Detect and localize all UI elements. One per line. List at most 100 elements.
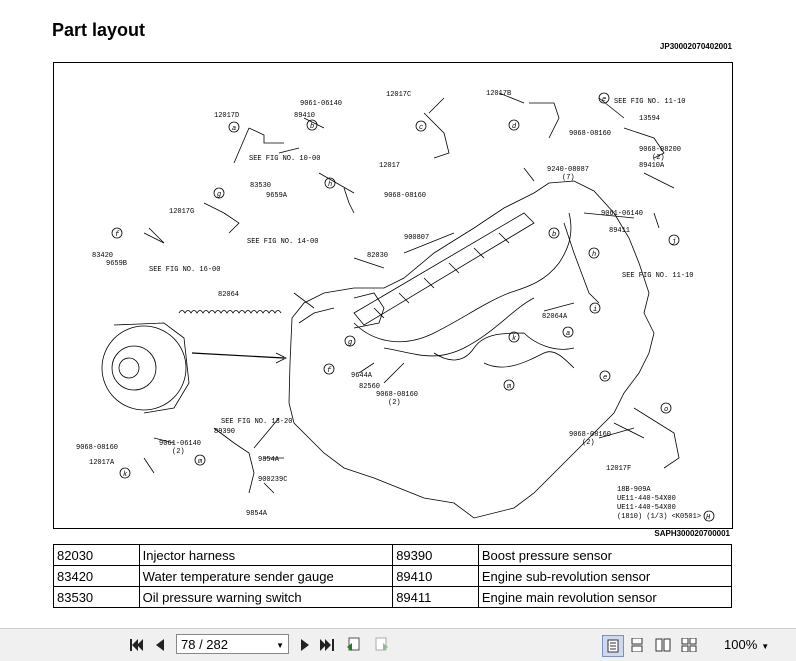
svg-text:12017A: 12017A: [89, 459, 115, 467]
part-description: Injector harness: [138, 544, 394, 566]
single-page-icon: [607, 639, 619, 653]
svg-text:83420: 83420: [92, 252, 113, 260]
svg-text:9659B: 9659B: [106, 260, 127, 268]
svg-text:12017: 12017: [379, 162, 400, 170]
svg-text:k: k: [123, 471, 128, 479]
next-page-button[interactable]: [297, 635, 313, 655]
svg-text:9644A: 9644A: [351, 372, 373, 380]
page-number-input[interactable]: 78 / 282 ▼: [176, 634, 289, 654]
svg-text:9659A: 9659A: [266, 192, 288, 200]
svg-text:m: m: [507, 383, 512, 391]
last-page-button[interactable]: [318, 635, 336, 655]
coil-spring: [178, 310, 282, 314]
svg-text:g: g: [217, 191, 221, 199]
document-back-icon: [347, 637, 360, 651]
facing-pages-icon: [655, 638, 671, 652]
svg-text:h: h: [328, 181, 332, 189]
part-number: 89390: [392, 544, 479, 566]
part-description: Oil pressure warning switch: [138, 586, 394, 608]
part-description: Engine main revolution sensor: [477, 586, 733, 608]
svg-text:89390: 89390: [214, 428, 235, 436]
svg-text:SEE FIG NO. 13-20: SEE FIG NO. 13-20: [221, 418, 292, 426]
svg-text:e: e: [602, 96, 606, 104]
first-page-button[interactable]: [128, 635, 146, 655]
svg-text:SEE FIG NO. 11-10: SEE FIG NO. 11-10: [622, 272, 693, 280]
svg-text:82064: 82064: [218, 291, 239, 299]
svg-text:89411: 89411: [609, 227, 630, 235]
svg-text:k: k: [512, 335, 517, 343]
svg-text:f: f: [115, 231, 120, 239]
svg-text:9240-08087: 9240-08087: [547, 166, 589, 174]
svg-text:9068-08160: 9068-08160: [376, 391, 418, 399]
part-description: Boost pressure sensor: [477, 544, 733, 566]
continuous-facing-icon: [681, 638, 697, 652]
continuous-pages-icon: [631, 638, 643, 652]
engine-outline: [288, 180, 655, 519]
svg-text:m: m: [198, 458, 203, 466]
svg-text:12017B: 12017B: [486, 90, 511, 98]
zoom-value: 100%: [724, 637, 758, 652]
svg-text:9068-08160: 9068-08160: [569, 130, 611, 138]
svg-text:(7): (7): [562, 174, 575, 182]
part-number: 82030: [53, 544, 140, 566]
svg-text:f: f: [327, 367, 332, 375]
svg-text:UE11-440-54X00: UE11-440-54X00: [617, 504, 676, 512]
svg-text:900807: 900807: [404, 234, 429, 242]
svg-text:SEE FIG NO. 16-00: SEE FIG NO. 16-00: [149, 266, 220, 274]
svg-text:89410A: 89410A: [639, 162, 665, 170]
document-forward-icon: [375, 637, 388, 651]
svg-text:12017C: 12017C: [386, 91, 411, 99]
part-number: 89410: [392, 565, 479, 587]
svg-text:h: h: [592, 251, 596, 259]
page-number-value: 78 / 282: [181, 636, 228, 652]
continuous-facing-view-button[interactable]: [679, 635, 699, 655]
part-number: 89411: [392, 586, 479, 608]
svg-text:d: d: [512, 123, 517, 131]
part-description: Engine sub-revolution sensor: [477, 565, 733, 587]
svg-text:(2): (2): [388, 399, 401, 407]
history-back-button[interactable]: [345, 635, 363, 655]
table-row: 82030 Injector harness 89390 Boost press…: [53, 544, 733, 566]
svg-text:9068-08160: 9068-08160: [384, 192, 426, 200]
svg-text:a: a: [232, 125, 236, 133]
part-description: Water temperature sender gauge: [138, 565, 394, 587]
document-page: Part layout JP30002070402001: [52, 20, 733, 608]
svg-text:9068-08200: 9068-08200: [639, 146, 681, 154]
chevron-down-icon: ▼: [276, 641, 284, 650]
page-title: Part layout: [52, 20, 146, 40]
last-page-icon: [320, 639, 334, 651]
svg-text:a: a: [566, 330, 570, 338]
svg-text:9854A: 9854A: [258, 456, 280, 464]
viewer-toolbar: 78 / 282 ▼ 100%▼: [0, 628, 796, 661]
svg-text:9061-06140: 9061-06140: [601, 210, 643, 218]
engine-diagram: 12017D 9061-06140 89410 12017C 12017B SE…: [76, 90, 715, 522]
next-page-icon: [301, 639, 309, 651]
part-number: 83530: [53, 586, 140, 608]
document-id: JP30002070402001: [659, 42, 732, 51]
chevron-down-icon: ▼: [761, 642, 770, 651]
svg-text:83530: 83530: [250, 182, 271, 190]
svg-text:9061-06140: 9061-06140: [300, 100, 342, 108]
figure-code: SAPH300020700001: [654, 529, 730, 538]
svg-text:(1810) (1/3) <K0501>: (1810) (1/3) <K0501>: [617, 513, 701, 521]
svg-text:9854A: 9854A: [246, 510, 268, 518]
zoom-select[interactable]: 100%▼: [724, 637, 769, 652]
single-page-view-button[interactable]: [602, 635, 624, 657]
svg-text:13594: 13594: [639, 115, 660, 123]
previous-page-button[interactable]: [152, 635, 168, 655]
svg-text:900239C: 900239C: [258, 476, 287, 484]
continuous-view-button[interactable]: [627, 635, 647, 655]
svg-text:18B-909A: 18B-909A: [617, 486, 651, 494]
alternator: [101, 325, 187, 411]
svg-text:UE11-440-54X00: UE11-440-54X00: [617, 495, 676, 503]
svg-text:12017G: 12017G: [169, 208, 194, 216]
facing-view-button[interactable]: [653, 635, 673, 655]
part-number: 83420: [53, 565, 140, 587]
history-forward-button[interactable]: [372, 635, 390, 655]
table-row: 83530 Oil pressure warning switch 89411 …: [53, 586, 733, 608]
svg-text:(2): (2): [582, 439, 595, 447]
svg-text:e: e: [603, 374, 607, 382]
previous-page-icon: [156, 639, 164, 651]
svg-text:12017F: 12017F: [606, 465, 631, 473]
injector-rail: [353, 212, 535, 326]
